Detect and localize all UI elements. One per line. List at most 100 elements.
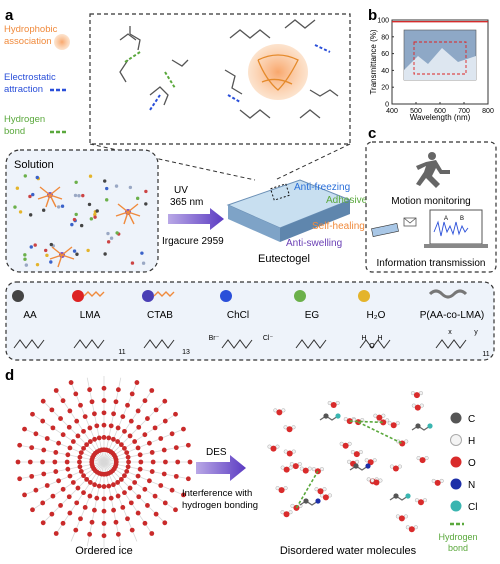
ice-oxygen: [67, 445, 73, 451]
ice-oxygen: [67, 408, 73, 414]
solution-particle: [86, 248, 90, 253]
ice-oxygen: [113, 519, 119, 525]
component-structure-4: [295, 339, 327, 349]
ice-oxygen: [135, 473, 141, 479]
des-chloride: [405, 493, 411, 499]
ice-oxygen: [81, 490, 86, 496]
ice-oxygen: [158, 483, 164, 488]
water-oxygen: [390, 422, 397, 429]
solution-particle: [74, 212, 78, 217]
runner-icon: [416, 152, 450, 188]
ice-oxygen: [75, 433, 81, 439]
sensor-icon: [371, 217, 417, 237]
ice-oxygen: [106, 483, 112, 489]
solution-particle: [35, 175, 39, 180]
ice-oxygen: [128, 500, 134, 506]
water-oxygen: [302, 467, 309, 474]
des-chloride: [335, 413, 341, 419]
ice-oxygen: [122, 445, 127, 451]
solution-particle: [75, 252, 79, 256]
ice-oxygen: [50, 493, 56, 499]
legend-hydrophobic-2: association: [4, 36, 52, 47]
property-anti-freezing: Anti-freezing: [294, 182, 350, 193]
ice-oxygen: [181, 426, 186, 432]
component-structure-6: [435, 339, 467, 349]
legend-hydrogen-1: Hydrogen: [4, 114, 45, 125]
ice-oxygen: [162, 398, 168, 404]
ice-oxygen: [163, 459, 168, 465]
ice-oxygen: [101, 385, 107, 391]
ice-oxygen: [40, 398, 46, 404]
ice-oxygen: [145, 416, 150, 421]
ice-oxygen: [101, 533, 107, 539]
ice-oxygen: [181, 492, 186, 498]
des-molecule: [389, 495, 409, 501]
ice-oxygen: [136, 424, 142, 430]
x-tick-label: 400: [386, 108, 398, 115]
ice-oxygen: [87, 439, 93, 444]
ice-oxygen: [125, 516, 130, 522]
ice-oxygen: [87, 493, 93, 499]
ice-oxygen: [74, 418, 80, 424]
solution-particle: [74, 180, 78, 184]
solution-box: [5, 149, 159, 273]
y-tick-label: 40: [381, 68, 389, 75]
formula-label-chcl-ion: Cl⁻: [263, 335, 274, 342]
water-oxygen: [413, 392, 420, 399]
ice-oxygen: [185, 442, 191, 448]
ice-oxygen: [60, 520, 66, 526]
ice-oxygen: [96, 435, 102, 441]
ice-oxygen: [122, 473, 127, 479]
ice-oxygen: [161, 447, 167, 453]
atom-c-label: C: [468, 414, 475, 425]
ice-oxygen: [175, 459, 181, 465]
sample-photo-scene: [404, 48, 476, 80]
ice-oxygen: [40, 459, 45, 465]
legend-hydrogen-2: bond: [4, 126, 25, 137]
water-oxygen: [283, 466, 290, 473]
ice-oxygen: [106, 435, 112, 441]
ice-oxygen: [53, 450, 59, 455]
ice-oxygen: [147, 440, 152, 446]
ice-oxygen: [87, 531, 93, 537]
des-carbon: [323, 413, 329, 419]
component-name-5: H₂O: [367, 310, 386, 321]
ice-oxygen: [68, 380, 74, 385]
ice-oxygen: [113, 399, 119, 405]
solution-particle: [35, 262, 40, 267]
ice-oxygen: [33, 431, 39, 437]
des-molecule: [349, 465, 369, 471]
component-structure-1: [73, 339, 105, 349]
solution-particle: [93, 215, 97, 219]
solution-particle: [135, 196, 140, 201]
disordered-water-molecules: [267, 391, 444, 533]
ice-oxygen: [17, 476, 23, 482]
ice-oxygen: [70, 480, 76, 485]
component-structure-2: [143, 339, 175, 349]
water-oxygen: [353, 451, 360, 458]
component-name-3: ChCl: [227, 310, 249, 321]
ice-oxygen: [145, 503, 150, 508]
ice-oxygen: [27, 459, 33, 465]
solution-particle: [77, 194, 81, 198]
water-oxygen: [330, 402, 337, 409]
solution-particle: [144, 202, 148, 206]
solution-particle: [114, 184, 119, 188]
y-tick-label: 20: [381, 85, 389, 92]
water-oxygen: [322, 494, 329, 501]
ice-oxygen: [65, 466, 71, 472]
formula-label-ctab-sub: 13: [182, 349, 190, 356]
chart-ylabel: Transmittance (%): [369, 29, 378, 94]
solution-particle: [81, 193, 85, 198]
ice-oxygen: [81, 473, 86, 479]
component-name-0: AA: [23, 310, 37, 321]
solution-particle: [106, 240, 111, 244]
solution-particle: [88, 174, 93, 178]
des-carbon: [353, 463, 359, 469]
ice-oxygen: [134, 380, 140, 385]
solution-particle: [72, 217, 77, 222]
component-ball-1: [72, 290, 84, 302]
component-ball-3: [220, 290, 232, 302]
ice-oxygen: [126, 459, 131, 465]
